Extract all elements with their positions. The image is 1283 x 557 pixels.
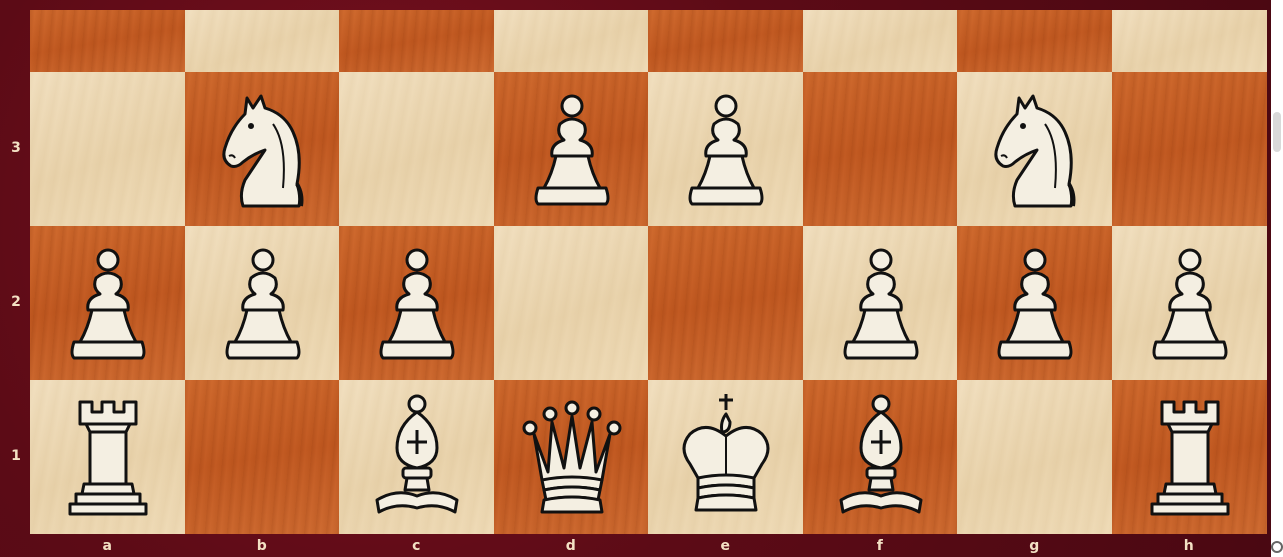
rank-label-1: 1 — [9, 448, 23, 464]
white-pawn-icon[interactable] — [339, 226, 494, 380]
file-label-c: c — [406, 538, 426, 554]
square-g1[interactable] — [957, 380, 1112, 534]
rank-label-3: 3 — [9, 140, 23, 156]
file-label-d: d — [561, 538, 581, 554]
file-label-b: b — [252, 538, 272, 554]
square-b2[interactable] — [185, 226, 340, 380]
file-label-h: h — [1179, 538, 1199, 554]
square-c4[interactable] — [339, 10, 494, 72]
square-h2[interactable] — [1112, 226, 1267, 380]
square-d3[interactable] — [494, 72, 649, 226]
file-label-e: e — [715, 538, 735, 554]
square-a3[interactable] — [30, 72, 185, 226]
square-e4[interactable] — [648, 10, 803, 72]
square-c1[interactable] — [339, 380, 494, 534]
white-rook-icon[interactable] — [30, 380, 185, 534]
file-label-g: g — [1024, 538, 1044, 554]
square-f4[interactable] — [803, 10, 958, 72]
white-pawn-icon[interactable] — [1112, 226, 1267, 380]
square-e1[interactable] — [648, 380, 803, 534]
scrollbar-thumb[interactable] — [1273, 112, 1281, 152]
square-b1[interactable] — [185, 380, 340, 534]
square-h3[interactable] — [1112, 72, 1267, 226]
white-rook-icon[interactable] — [1112, 380, 1267, 534]
square-f2[interactable] — [803, 226, 958, 380]
square-b3[interactable] — [185, 72, 340, 226]
white-pawn-icon[interactable] — [30, 226, 185, 380]
white-queen-icon[interactable] — [494, 380, 649, 534]
file-label-a: a — [97, 538, 117, 554]
square-d1[interactable] — [494, 380, 649, 534]
square-d4[interactable] — [494, 10, 649, 72]
square-g2[interactable] — [957, 226, 1112, 380]
white-pawn-icon[interactable] — [648, 72, 803, 226]
square-f3[interactable] — [803, 72, 958, 226]
square-g4[interactable] — [957, 10, 1112, 72]
white-knight-icon[interactable] — [185, 72, 340, 226]
corner-indicator-icon — [1271, 541, 1283, 553]
square-d2[interactable] — [494, 226, 649, 380]
square-h1[interactable] — [1112, 380, 1267, 534]
square-a1[interactable] — [30, 380, 185, 534]
square-e2[interactable] — [648, 226, 803, 380]
white-pawn-icon[interactable] — [185, 226, 340, 380]
white-pawn-icon[interactable] — [494, 72, 649, 226]
square-e3[interactable] — [648, 72, 803, 226]
white-king-icon[interactable] — [648, 380, 803, 534]
square-f1[interactable] — [803, 380, 958, 534]
square-c3[interactable] — [339, 72, 494, 226]
square-h4[interactable] — [1112, 10, 1267, 72]
file-label-f: f — [870, 538, 890, 554]
white-pawn-icon[interactable] — [957, 226, 1112, 380]
rank-label-2: 2 — [9, 294, 23, 310]
square-a2[interactable] — [30, 226, 185, 380]
white-bishop-icon[interactable] — [803, 380, 958, 534]
white-bishop-icon[interactable] — [339, 380, 494, 534]
square-a4[interactable] — [30, 10, 185, 72]
square-b4[interactable] — [185, 10, 340, 72]
chess-board[interactable] — [30, 10, 1266, 534]
white-pawn-icon[interactable] — [803, 226, 958, 380]
square-g3[interactable] — [957, 72, 1112, 226]
square-c2[interactable] — [339, 226, 494, 380]
white-knight-icon[interactable] — [957, 72, 1112, 226]
